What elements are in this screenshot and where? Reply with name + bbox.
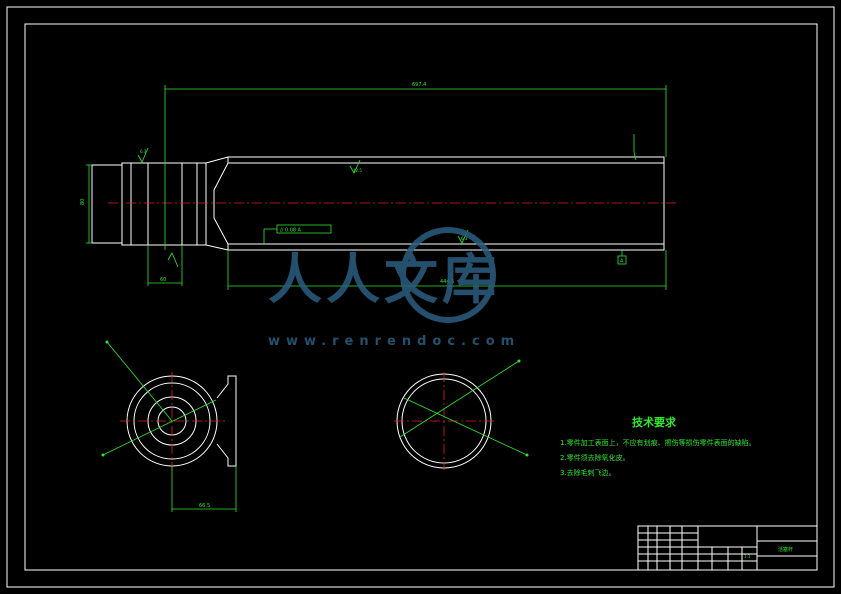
roughness-symbol	[167, 252, 179, 268]
watermark-logo-ring	[400, 227, 496, 323]
left-end-view: 66.5	[101, 340, 237, 512]
section-mark	[633, 151, 637, 161]
dim-left-diameter: 80	[80, 199, 86, 205]
leader-dot	[517, 359, 521, 363]
end-block	[91, 164, 123, 244]
technical-requirements: 技术要求 1.零件加工表面上，不应有划痕、擦伤等损伤零件表面的缺陷。 2.零件须…	[560, 415, 756, 477]
outer-frame	[6, 6, 835, 588]
inner-frame	[24, 23, 818, 571]
datum-box	[617, 255, 627, 265]
tech-req-item: 1.零件加工表面上，不应有划痕、擦伤等损伤零件表面的缺陷。	[560, 438, 756, 447]
tube-leader-1	[399, 360, 520, 438]
main-view: 697.4 444.5 80 60 6.3 12.5 6.3 // 0.08 A…	[80, 82, 676, 290]
dim-boss-width: 60	[160, 277, 166, 283]
roughness-symbol	[349, 159, 361, 174]
dim-overall-length: 697.4	[412, 82, 426, 88]
datum-label: A	[620, 259, 624, 265]
title-block: 活塞杆 1:1	[637, 525, 818, 571]
boss-section-left	[121, 162, 149, 246]
tech-req-heading: 技术要求	[632, 415, 677, 429]
roughness-1: 6.3	[140, 149, 147, 154]
dim-flange-width: 66.5	[199, 503, 210, 509]
dim-tube-length: 444.5	[440, 279, 454, 285]
roughness-3: 6.3	[461, 236, 468, 241]
tube-leader-2	[403, 397, 528, 456]
roughness-symbol	[137, 147, 149, 163]
tube-wall-top	[227, 156, 665, 164]
roughness-2: 12.5	[353, 168, 362, 173]
watermark-url: www.renrendoc.com	[268, 334, 520, 349]
end-leader-1	[106, 341, 173, 422]
watermark: 人人文库 www.renrendoc.com	[268, 227, 520, 349]
leader-dot	[105, 340, 109, 344]
end-flange	[216, 375, 237, 467]
cone-transition	[205, 156, 229, 251]
title-part-name: 活塞杆	[778, 546, 793, 553]
right-end-view	[394, 359, 529, 470]
tolerance-frame	[276, 224, 332, 234]
leader-dot	[101, 453, 105, 457]
watermark-logo-text: 人人文库	[268, 248, 500, 311]
title-scale: 1:1	[744, 554, 751, 559]
tech-req-item: 2.零件须去除氧化皮。	[560, 453, 630, 462]
tolerance-text: // 0.08 A	[280, 228, 302, 234]
boss-section-right	[181, 162, 207, 246]
tech-req-item: 3.去除毛刺飞边。	[560, 468, 616, 477]
leader-dot	[525, 453, 529, 457]
end-leader-2	[102, 399, 217, 456]
